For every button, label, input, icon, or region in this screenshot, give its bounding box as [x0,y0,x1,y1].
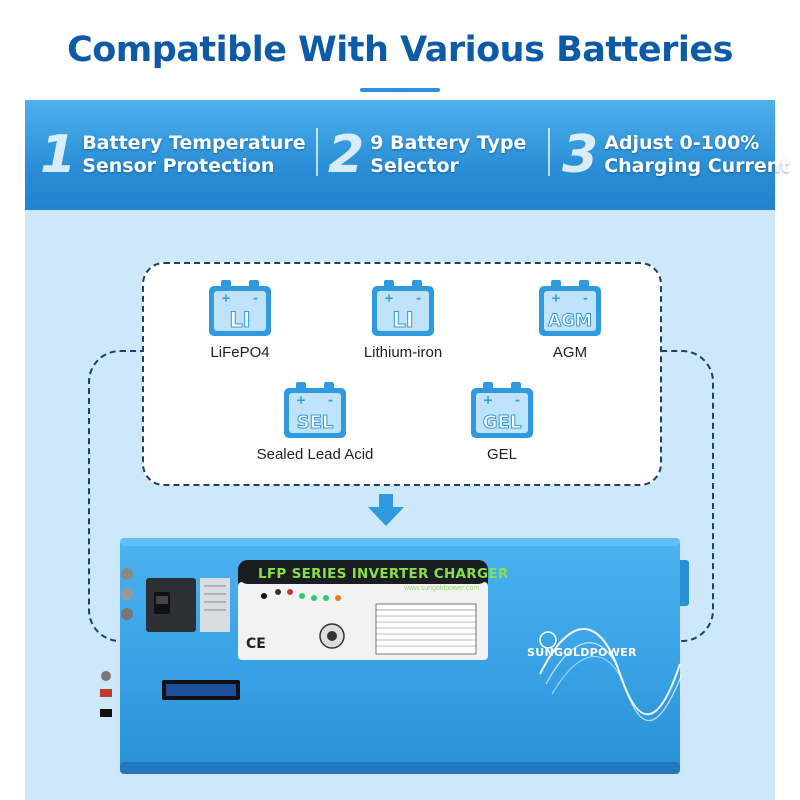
battery-label: Sealed Lead Acid [256,446,374,463]
battery-icon: + - SEL [284,382,346,438]
battery-badge-text: SEL [297,412,334,433]
sungoldpower-logo-text: SUNGOLDPOWER [527,646,637,659]
down-arrow-icon [368,494,404,526]
inverter-charger-device: CE [100,538,689,774]
battery-sealed-lead-acid: + - SEL Sealed Lead Acid [245,380,385,463]
feature-3: 3 Adjust 0-100% Charging Current [562,120,789,190]
feature-divider [548,128,550,176]
battery-badge-text: AGM [548,311,592,331]
page-title: Compatible With Various Batteries [67,30,733,70]
svg-text:+: + [296,393,306,407]
battery-icon: + - AGM [539,280,601,336]
battery-label: Lithium-iron [363,344,443,361]
svg-text:-: - [515,393,520,407]
feature-1-number: 1 [40,125,77,185]
battery-agm: + - AGM AGM [500,278,640,361]
inverter-panel-url: www.sungoldpower.com [404,585,480,592]
feature-banner [25,100,775,210]
battery-icon: + - LI [372,280,434,336]
feature-1-text: Battery Temperature Sensor Protection [82,132,306,177]
feature-3-number: 3 [562,125,599,185]
title-underline [360,88,440,92]
battery-label: LiFePO4 [210,344,270,361]
svg-text:+: + [551,291,561,305]
svg-text:+: + [483,393,493,407]
battery-lifepo4: + - LI LiFePO4 [170,278,310,361]
svg-text:+: + [221,291,231,305]
battery-icon: + - GEL [471,382,533,438]
feature-2-number: 2 [328,125,365,185]
battery-badge-text: GEL [483,412,522,433]
battery-label: GEL [486,446,517,463]
feature-2-text: 9 Battery Type Selector [370,132,527,177]
battery-icon: + - LI [209,280,271,336]
svg-text:-: - [416,291,421,305]
svg-text:+: + [384,291,394,305]
feature-2: 2 9 Battery Type Selector [328,120,526,190]
svg-text:-: - [583,291,588,305]
battery-badge-text: LI [229,308,250,332]
svg-text:-: - [328,393,333,407]
svg-text:-: - [253,291,258,305]
inverter-panel-title: LFP SERIES INVERTER CHARGER [258,566,509,582]
battery-lithium-iron: + - LI Lithium-iron [333,278,473,361]
battery-gel: + - GEL GEL [432,380,572,463]
battery-badge-text: LI [392,308,413,332]
feature-divider [316,128,318,176]
svg-text:CE: CE [246,636,266,652]
feature-3-text: Adjust 0-100% Charging Current [604,132,790,177]
feature-1: 1 Battery Temperature Sensor Protection [40,120,306,190]
battery-label: AGM [552,344,588,361]
